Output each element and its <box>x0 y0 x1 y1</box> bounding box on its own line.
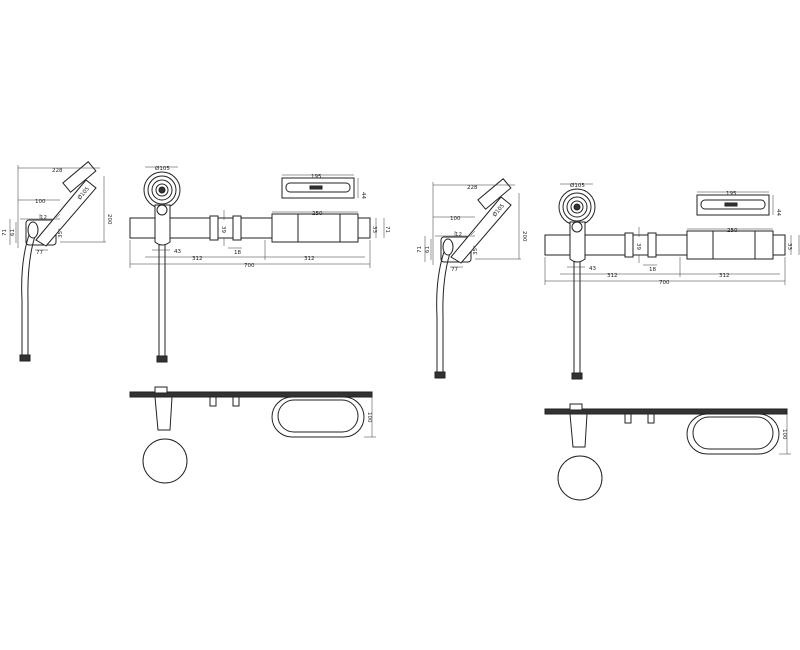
dim-shelf-width: 195 <box>726 191 737 197</box>
dim-bracket-height: 71 <box>417 246 423 253</box>
dim-bracket-depth: 77 <box>36 250 43 256</box>
rail-clip <box>232 215 242 241</box>
handshower-side-view: 228 100 12 Ø105 200 35° 71 61 77 <box>2 161 112 362</box>
dim-bracket-inner: 61 <box>10 229 16 236</box>
dim-shelf-length: 250 <box>312 211 323 217</box>
dim-depth: 100 <box>781 429 787 440</box>
rail-clip <box>209 215 219 241</box>
dim-width: 228 <box>52 168 63 174</box>
shelf-front <box>686 230 774 260</box>
rail-clip <box>624 232 634 258</box>
hose <box>436 248 451 377</box>
hose-connector <box>19 354 31 362</box>
bracket-knob <box>27 221 39 239</box>
dim-shelf-length: 250 <box>727 228 738 234</box>
dim-span-left: 312 <box>607 273 618 279</box>
holder-bottom <box>154 396 173 431</box>
hose-connector <box>434 371 446 379</box>
dim-total-length: 700 <box>244 263 255 269</box>
dim-span-left: 312 <box>192 256 203 262</box>
dim-shelf-depth: 44 <box>775 209 781 216</box>
front-view: Ø105 195 44 250 39 18 33 71 43 312 312 7… <box>544 182 800 380</box>
dim-reach: 100 <box>450 216 461 222</box>
dim-span-right: 312 <box>719 273 730 279</box>
dim-span-right: 312 <box>304 256 315 262</box>
dim-bracket-inner: 61 <box>425 246 431 253</box>
handshower-handle <box>450 196 512 264</box>
handshower-head <box>477 178 512 210</box>
shower-set-drawing-variant: 228 100 12 Ø105 200 35° 71 61 77 <box>417 178 800 501</box>
dim-shelf-depth: 44 <box>360 192 366 199</box>
dim-depth: 100 <box>366 412 372 423</box>
dim-offset: 12 <box>40 215 47 221</box>
dim-clip-width: 18 <box>234 250 241 256</box>
handshower-handle <box>35 179 97 247</box>
front-hose <box>158 245 166 360</box>
dim-angle: 35° <box>58 228 64 238</box>
dim-height: 200 <box>521 231 527 242</box>
rail-bottom <box>544 408 788 415</box>
handshower-side-view: 228 100 12 Ø105 200 35° 71 61 77 <box>417 178 527 379</box>
front-view: Ø105 195 44 250 39 18 33 71 43 312 312 7… <box>129 165 390 363</box>
dim-head-diameter: Ø105 <box>155 165 170 172</box>
shelf-bottom <box>271 396 365 438</box>
bottom-view: 100 <box>129 386 376 484</box>
dim-bracket-depth: 77 <box>451 267 458 273</box>
dim-clip-height: 39 <box>635 243 641 250</box>
front-hose <box>573 262 581 377</box>
shelf-bottom <box>686 413 780 455</box>
dim-holder-width: 43 <box>589 266 596 272</box>
dim-rail-height: 33 <box>786 243 792 250</box>
dim-width: 228 <box>467 185 478 191</box>
handshower-head <box>62 161 97 193</box>
shower-set-drawing: 228 100 12 Ø105 200 35° 71 61 77 <box>2 161 390 484</box>
dim-angle: 35° <box>473 245 479 255</box>
handshower-bottom <box>142 438 188 484</box>
dim-offset: 12 <box>455 232 462 238</box>
dim-rail-height: 33 <box>371 226 377 233</box>
dim-bracket-height: 71 <box>2 229 8 236</box>
handshower-holder <box>154 204 171 246</box>
dim-head-diameter: Ø105 <box>570 182 585 189</box>
dim-reach: 100 <box>35 199 46 205</box>
dim-total-length: 700 <box>659 280 670 286</box>
dim-clip-height: 39 <box>220 226 226 233</box>
bottom-view: 100 <box>544 403 791 501</box>
bracket-knob <box>442 238 454 256</box>
dim-holder-width: 43 <box>174 249 181 255</box>
dim-mount-height: 71 <box>384 226 390 233</box>
hose <box>21 231 36 360</box>
rail-bottom <box>129 391 373 398</box>
handshower-holder <box>569 221 586 263</box>
dim-clip-width: 18 <box>649 267 656 273</box>
dim-height: 200 <box>106 214 112 225</box>
handshower-bottom <box>557 455 603 501</box>
rail-clip <box>647 232 657 258</box>
shelf-front <box>271 213 359 243</box>
holder-bottom <box>569 413 588 448</box>
dim-shelf-width: 195 <box>311 174 322 180</box>
